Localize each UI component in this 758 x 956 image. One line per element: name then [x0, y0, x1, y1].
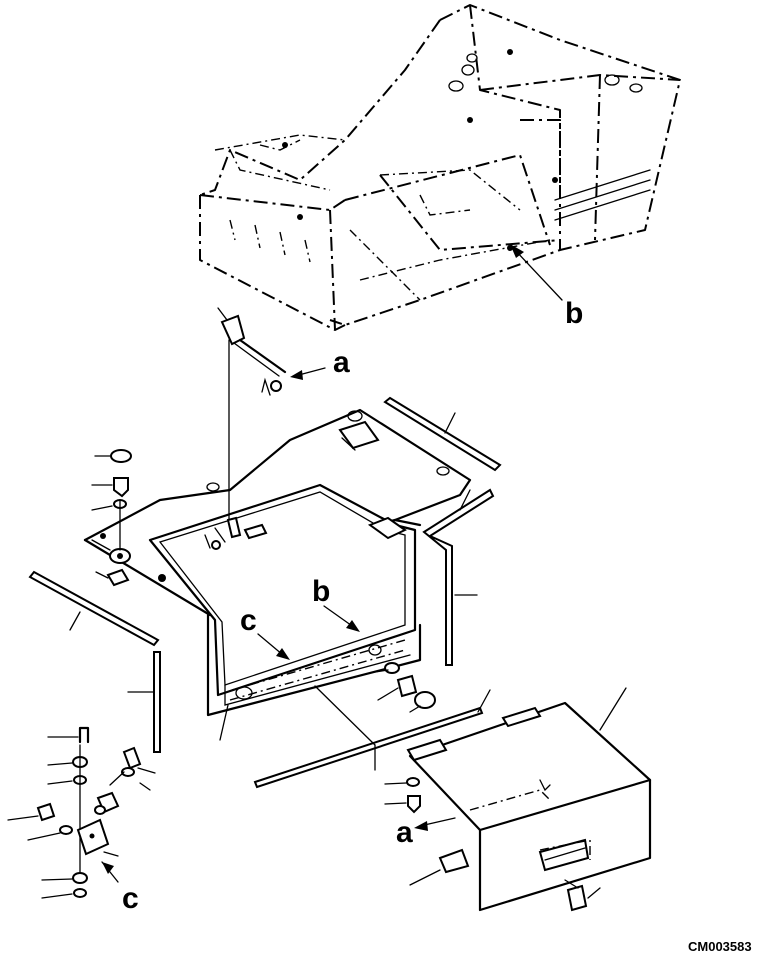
hardware-right-flange [374, 662, 436, 713]
callout-b-upper-label: b [565, 297, 583, 330]
callout-a-upper-label: a [333, 346, 350, 379]
callout-b-lower-label: b [312, 575, 330, 608]
drawing-code: CM003583 [688, 939, 752, 954]
machine-frame-phantom [199, 4, 681, 331]
callout-c-lower-label: c [122, 882, 139, 915]
callout-c-lower: c [102, 862, 139, 915]
seal-strip-left-vertical [127, 651, 161, 753]
callout-c-main-label: c [240, 604, 257, 637]
hardware-left-lower [7, 726, 156, 899]
seal-strip-bottom [253, 685, 491, 789]
callout-a-lower-label: a [396, 816, 413, 849]
callout-b-upper: b [510, 244, 583, 330]
hardware-cover-bolts [384, 777, 421, 814]
seal-strip-left [28, 570, 160, 647]
link-assembly [217, 307, 287, 521]
hardware-left-upper [91, 449, 132, 587]
seal-strip-right-angled [422, 488, 495, 666]
seal-strip-top-right [383, 396, 502, 472]
callout-b-lower: b [312, 575, 360, 632]
floor-plate [83, 408, 472, 717]
cover-box [406, 687, 652, 912]
callout-a-lower: a [396, 816, 456, 849]
callout-a-upper: a [290, 346, 350, 380]
callout-c-main: c [240, 604, 290, 660]
